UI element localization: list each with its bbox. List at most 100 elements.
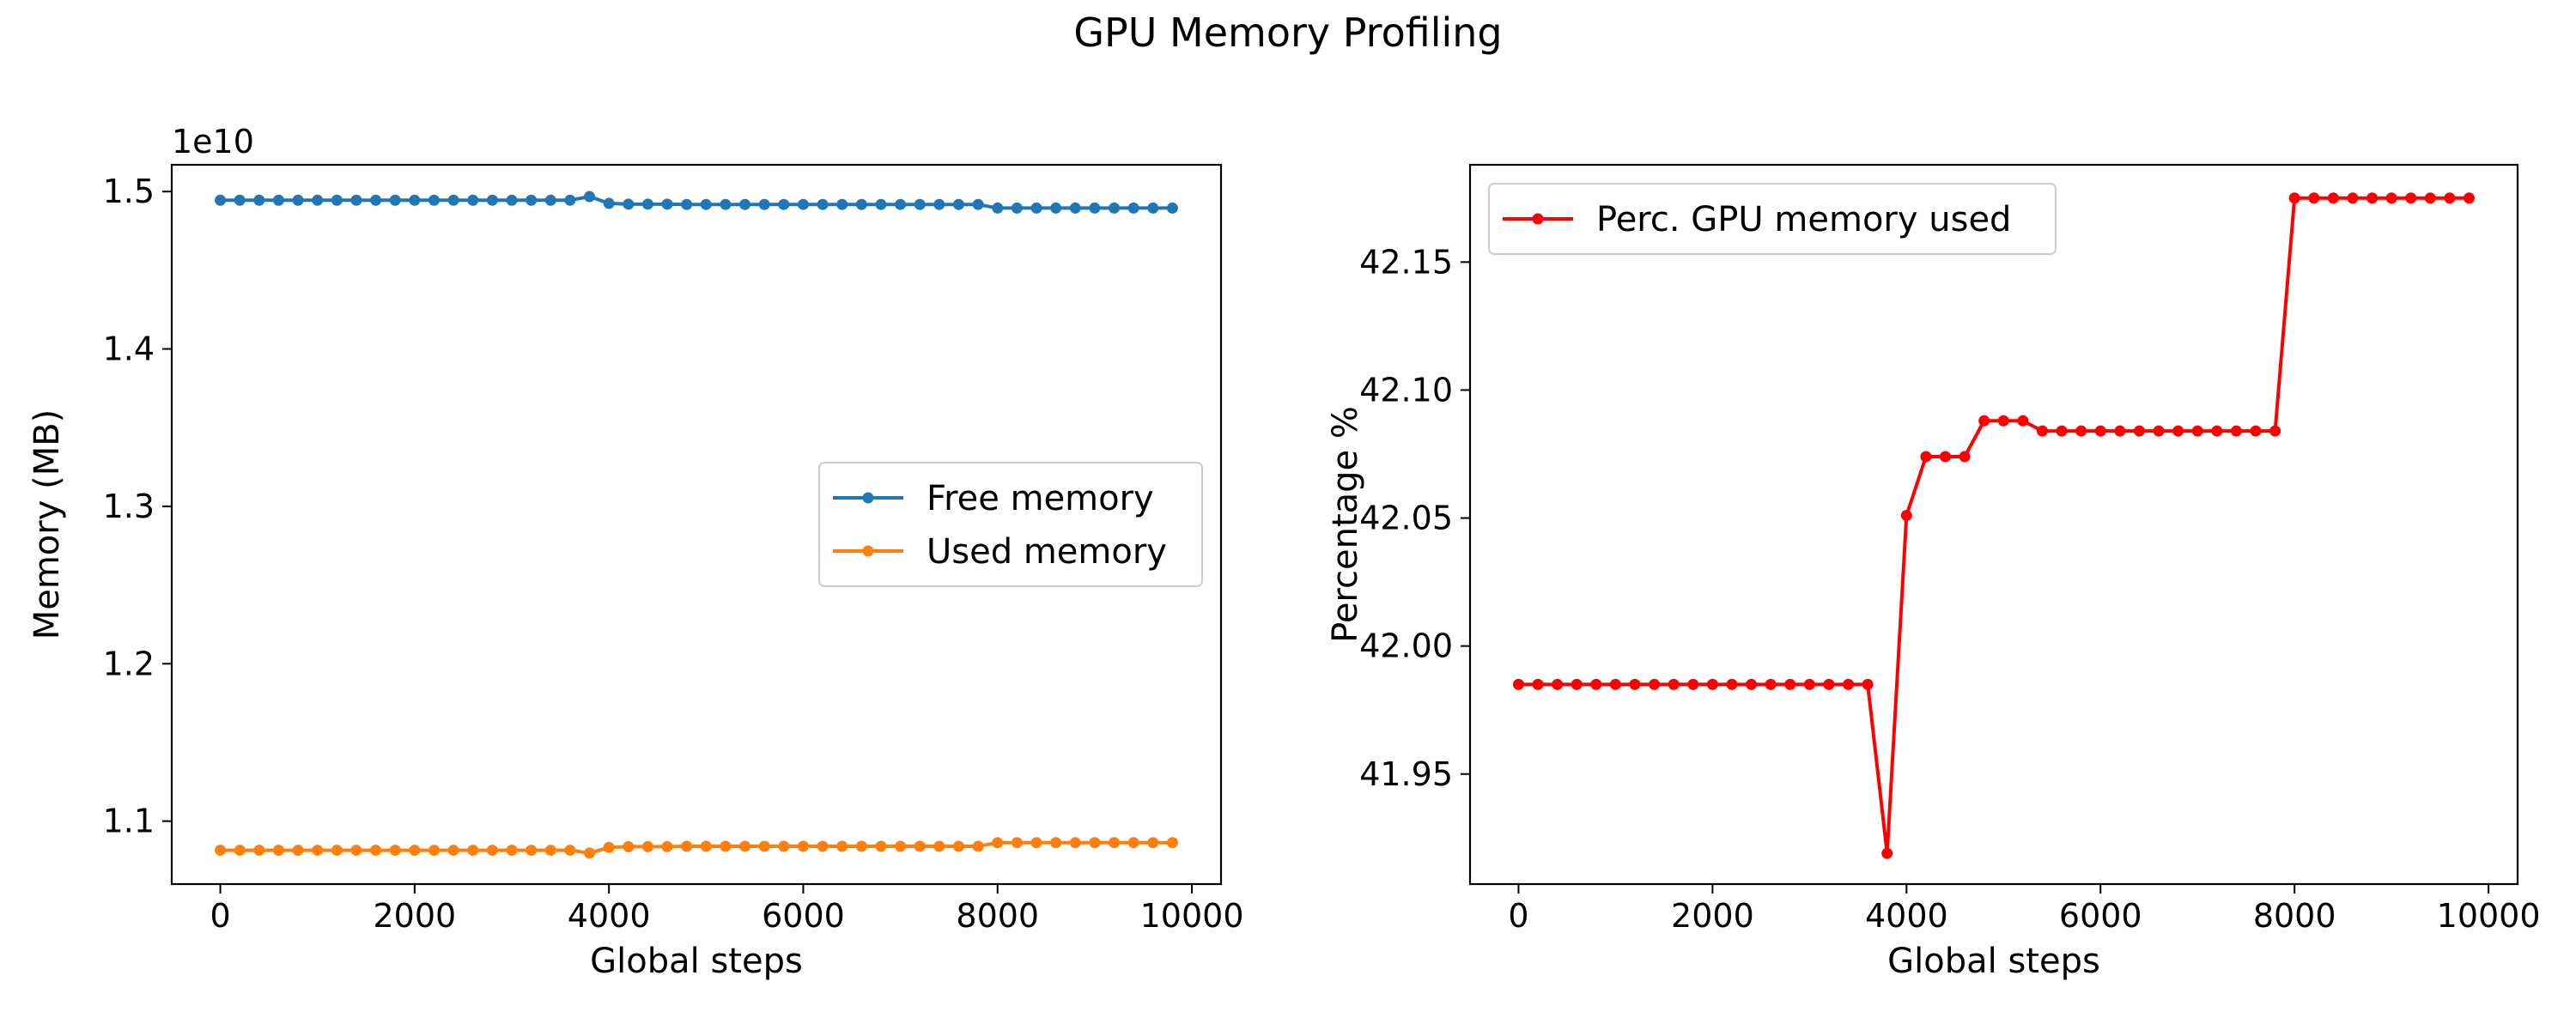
data-point [739, 840, 751, 852]
data-point [933, 840, 945, 852]
data-point [2424, 192, 2436, 204]
data-point [1166, 837, 1178, 849]
data-point [1532, 678, 1544, 690]
data-point [447, 194, 459, 206]
data-point [370, 845, 382, 857]
data-point [1011, 202, 1023, 214]
data-point [215, 194, 227, 206]
data-point [661, 198, 673, 210]
data-point [2405, 192, 2417, 204]
y-tick-label: 41.95 [1359, 755, 1453, 793]
data-point [914, 840, 926, 852]
data-point [700, 198, 712, 210]
data-point [2366, 192, 2379, 204]
data-point [895, 198, 907, 210]
data-point [584, 847, 596, 859]
data-point [428, 845, 440, 857]
data-point [1109, 202, 1121, 214]
data-point [526, 845, 538, 857]
data-point [836, 198, 848, 210]
data-point [1011, 837, 1023, 849]
figure-title: GPU Memory Profiling [1073, 9, 1502, 56]
data-point [953, 198, 964, 210]
data-point [1552, 678, 1564, 690]
data-point [1571, 678, 1583, 690]
data-point [1050, 837, 1062, 849]
data-point [603, 197, 615, 209]
data-point [506, 194, 518, 206]
x-axis-label: Global steps [1887, 942, 2100, 981]
data-point [2191, 425, 2203, 437]
data-point [1746, 678, 1758, 690]
data-point [389, 194, 401, 206]
data-point [544, 194, 556, 206]
data-point [641, 840, 653, 852]
data-point [1803, 678, 1815, 690]
data-point [2153, 425, 2165, 437]
data-point [1784, 678, 1796, 690]
data-point [875, 198, 887, 210]
data-point [914, 198, 926, 210]
data-point [2211, 425, 2223, 437]
data-point [623, 840, 635, 852]
data-point [758, 840, 770, 852]
data-point [1147, 837, 1159, 849]
legend-box [1488, 183, 2057, 255]
data-point [2230, 425, 2242, 437]
data-point [1069, 837, 1081, 849]
data-point [292, 194, 304, 206]
data-point [312, 845, 324, 857]
data-point [1147, 202, 1159, 214]
legend-swatch-marker [862, 492, 874, 504]
x-tick-label: 4000 [568, 897, 651, 935]
data-point [1629, 678, 1641, 690]
axes-frame [170, 163, 1223, 886]
data-point [215, 845, 227, 857]
data-point [1843, 678, 1855, 690]
legend-label: Free memory [927, 479, 1154, 518]
x-tick-label: 8000 [2253, 897, 2336, 935]
legend-swatch-marker [1532, 213, 1544, 225]
data-point [312, 194, 324, 206]
y-axis-label: Percentage % [1326, 406, 1365, 643]
data-point [2036, 425, 2048, 437]
legend-swatch-marker [862, 545, 874, 557]
data-point [564, 194, 576, 206]
y-tick-label: 42.05 [1359, 500, 1453, 537]
data-point [1959, 451, 1971, 463]
legend-label: Used memory [927, 532, 1167, 572]
data-point [1900, 510, 1912, 522]
data-point [720, 840, 732, 852]
data-point [720, 198, 732, 210]
legend-box [818, 462, 1203, 587]
legend: Perc. GPU memory used [1488, 183, 2057, 255]
data-point [2347, 192, 2359, 204]
data-point [797, 840, 809, 852]
data-point [370, 194, 382, 206]
x-tick-label: 4000 [1865, 897, 1948, 935]
data-point [2464, 192, 2476, 204]
data-point [1089, 202, 1101, 214]
data-point [2056, 425, 2068, 437]
y-tick-label: 42.15 [1359, 243, 1453, 281]
data-point [331, 194, 343, 206]
data-point [486, 845, 498, 857]
data-point [1069, 202, 1081, 214]
data-point [992, 202, 1004, 214]
data-point [409, 194, 421, 206]
data-point [1089, 837, 1101, 849]
data-point [681, 840, 693, 852]
data-point [2385, 192, 2397, 204]
data-point [1649, 678, 1661, 690]
x-axis-label: Global steps [590, 942, 803, 981]
data-point [272, 845, 284, 857]
data-point [681, 198, 693, 210]
x-tick-label: 6000 [762, 897, 845, 935]
y-tick-label: 1.2 [103, 645, 155, 682]
data-point [564, 845, 576, 857]
data-point [331, 845, 343, 857]
